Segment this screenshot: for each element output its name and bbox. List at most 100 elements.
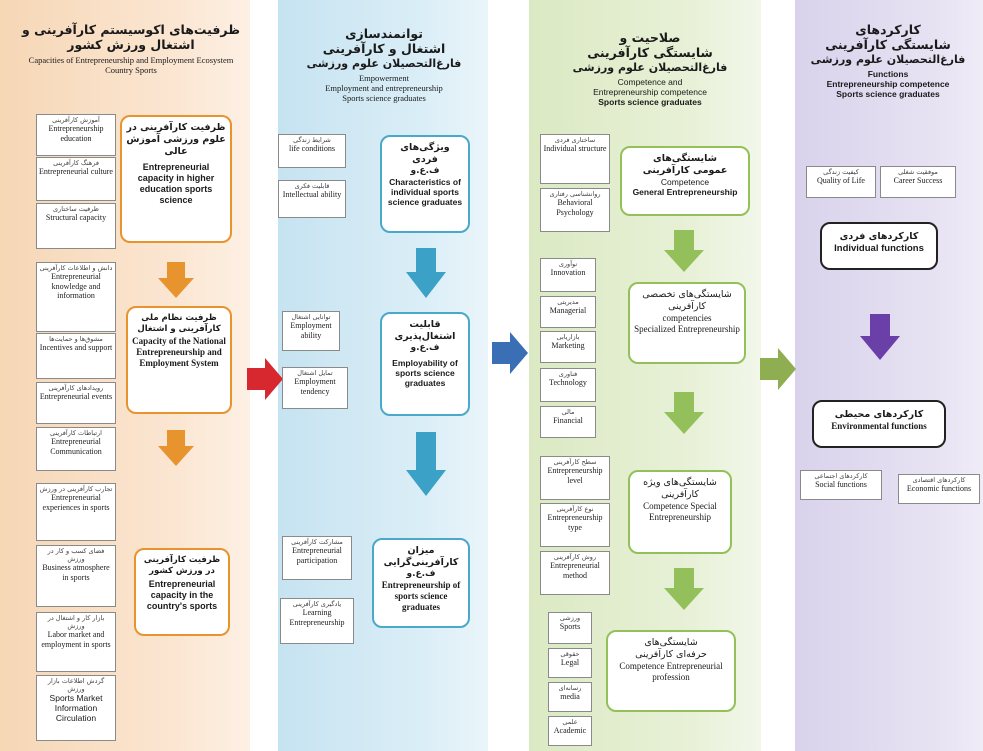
label-en: Characteristics of individual sports sci…: [387, 177, 463, 207]
label-en: Entrepreneurship: [649, 512, 711, 522]
blue-down-arrow-icon: [406, 432, 446, 496]
col4-title-line: کارکردهای: [855, 22, 921, 37]
label-en: Specialized Entrepreneurship: [634, 324, 740, 334]
label-fa: بازاریابی: [556, 333, 580, 341]
label-en: Individual functions: [834, 243, 924, 254]
col3-subtitle-line: Sports science graduates: [598, 97, 702, 107]
label-fa: قابلیت اشتغال‌پذیری: [394, 319, 456, 342]
green-down-arrow-icon: [664, 230, 704, 272]
label-en: Economic functions: [906, 484, 972, 493]
col1-title-fa: ظرفیت‌های اکوسیستم کارآفرینی و اشتغال ور…: [22, 22, 240, 52]
orange-down-arrow-icon: [158, 262, 194, 298]
label-en: ف.ع.و: [406, 569, 436, 579]
label-fa: شایستگی‌های تخصصی کارآفرینی: [642, 289, 732, 312]
label-fa: مشوق‌ها و حمایت‌ها: [49, 335, 103, 343]
label-fa: گردش اطلاعات بازار ورزش: [47, 677, 105, 693]
label-en: Legal: [560, 658, 580, 667]
label-fa: ارتباطات کارآفرینی: [50, 429, 102, 437]
label-fa: ظرفیت کارآفرینی در علوم ورزشی آموزش عالی: [126, 122, 226, 157]
label-fa: تمایل اشتغال: [297, 369, 333, 377]
label-fa: ساختاری فردی: [554, 136, 596, 144]
col1-header: ظرفیت‌های اکوسیستم کارآفرینی و اشتغال ور…: [20, 22, 242, 75]
label-en: Marketing: [551, 341, 585, 350]
col3-title-line: فارغ‌التحصیلان علوم ورزشی: [572, 61, 728, 74]
label-fa: شایستگی‌های حرفه‌ای کارآفرینی: [635, 637, 707, 660]
label-en: Behavioral Psychology: [556, 198, 594, 217]
label-en: Social functions: [815, 480, 867, 489]
label-fa: نوآوری: [558, 260, 578, 268]
label-en: General Entrepreneurship: [632, 187, 738, 197]
label-en: Employment ability: [290, 321, 332, 340]
label-en: media: [560, 692, 580, 701]
label-fa: ظرفیت ساختاری: [53, 205, 99, 213]
label-en: Structural capacity: [45, 213, 107, 222]
label-en: Environmental functions: [831, 421, 927, 431]
col2-title-line: توانمندسازی: [345, 26, 423, 41]
col3-subtitle-line: Entrepreneurship competence: [593, 87, 707, 97]
label-fa: فضای کسب و کار در ورزش: [47, 547, 105, 563]
label-en: Capacity of the National Entrepreneurshi…: [132, 336, 226, 368]
label-fa: شایستگی‌های ویژه کارآفرینی: [643, 477, 717, 500]
label-fa: علمی: [562, 718, 578, 726]
label-fa: ظرفیت نظام ملی کارآفرینی و اشتغال: [137, 313, 221, 334]
label-fa: روش کارآفرینی: [553, 553, 597, 561]
col1-main-box: ظرفیت کارآفرینی در علوم ورزشی آموزش عالی…: [120, 115, 232, 243]
label-en: Sports: [559, 622, 581, 631]
label-fa: کارکردهای فردی: [839, 231, 919, 242]
col1-title-en: Capacities of Entrepreneurship and Emplo…: [28, 55, 234, 75]
col4-header: کارکردهای شایستگی کارآفرینی فارغ‌التحصیل…: [800, 22, 976, 99]
col2-subtitle-line: Sports science graduates: [342, 93, 426, 103]
label-en: Entrepreneurial capacity in higher educa…: [137, 162, 215, 205]
label-en: Entrepreneurial experiences in sports: [42, 493, 110, 512]
label-fa: رسانه‌ای: [558, 684, 582, 692]
label-fa: نوع کارآفرینی: [556, 505, 594, 513]
col4-subtitle-line: Sports science graduates: [836, 89, 940, 99]
label-en: profession: [652, 672, 690, 682]
label-en: Labor market and employment in sports: [41, 630, 111, 649]
label-fa: ویژگی‌های فردی: [400, 142, 450, 165]
label-en: Incentives and support: [39, 343, 113, 352]
label-en: life conditions: [289, 144, 335, 153]
orange-down-arrow-icon: [158, 430, 194, 466]
label-en: Entrepreneurship education: [48, 124, 104, 143]
label-fa: دانش و اطلاعات کارآفرینی: [39, 264, 113, 272]
label-en: Entrepreneurial culture: [39, 167, 113, 176]
label-fa: ورزشی: [559, 614, 581, 622]
label-fa: تجارب کارآفرینی در ورزش: [39, 485, 113, 493]
label-fa: کارکردهای اقتصادی: [912, 476, 966, 484]
label-en: Business atmosphere in sports: [42, 563, 110, 582]
col3-subtitle-line: Competence and: [617, 77, 683, 87]
label-en: Career Success: [893, 176, 943, 185]
col4-title-line: فارغ‌التحصیلان علوم ورزشی: [810, 53, 966, 66]
label-fa: شایستگی‌های عمومی کارآفرینی: [642, 153, 728, 176]
label-fa: آموزش کارآفرینی: [52, 116, 100, 124]
label-en: Competence Entrepreneurial: [619, 661, 723, 671]
